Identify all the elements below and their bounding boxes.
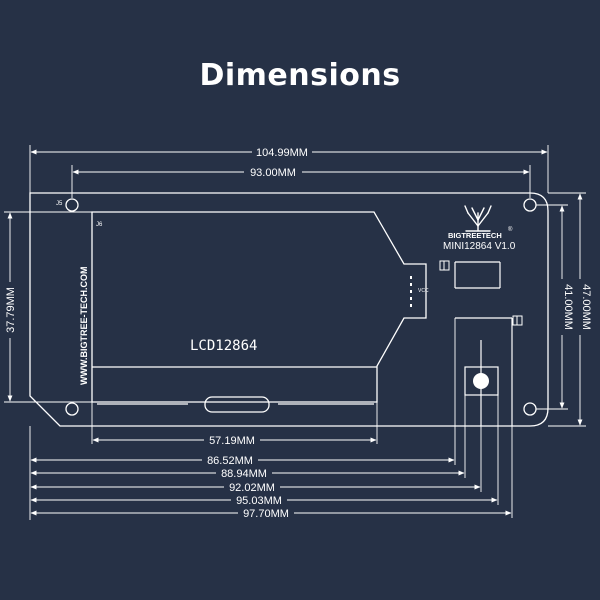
encoder-region	[454, 261, 513, 426]
encoder-knob-icon	[473, 373, 489, 389]
lcd-module	[91, 211, 427, 403]
dim-window-width: 57.19MM	[209, 435, 255, 447]
j5-label: J5	[56, 201, 63, 207]
mounting-hole-top-right	[523, 198, 537, 212]
registered-mark: ®	[508, 226, 513, 233]
dim-lcd-height: 37.79MM	[5, 287, 17, 333]
lcd-window	[97, 396, 374, 413]
connector-pads	[410, 276, 412, 307]
mounting-hole-bottom-right	[523, 402, 537, 416]
dim-d2: 88.94MM	[221, 468, 267, 480]
dim-d4: 95.03MM	[236, 495, 282, 507]
dim-d1: 86.52MM	[207, 455, 253, 467]
dim-total-height: 47.00MM	[580, 284, 592, 330]
brand-label: BIGTREETECH	[448, 231, 502, 240]
dim-hole-spacing-v: 41.00MM	[562, 284, 574, 330]
dim-hole-spacing-h: 93.00MM	[250, 167, 296, 179]
j6-label: J6	[96, 222, 103, 228]
lcd-model-label: LCD12864	[190, 338, 257, 354]
model-label: MINI12864 V1.0	[443, 241, 516, 252]
mounting-hole-top-left	[65, 198, 79, 212]
bigtreetech-logo-icon	[464, 205, 492, 232]
vcc-label: VCC	[418, 288, 429, 294]
page-title: Dimensions	[199, 58, 401, 93]
website-label: WWW.BIGTREE-TECH.COM	[79, 267, 89, 386]
dim-d3: 92.02MM	[229, 482, 275, 494]
dim-total-width: 104.99MM	[256, 147, 308, 159]
pcb-board	[29, 192, 549, 427]
mounting-hole-bottom-left	[65, 402, 79, 416]
dim-d5: 97.70MM	[243, 508, 289, 520]
small-components	[439, 260, 523, 326]
